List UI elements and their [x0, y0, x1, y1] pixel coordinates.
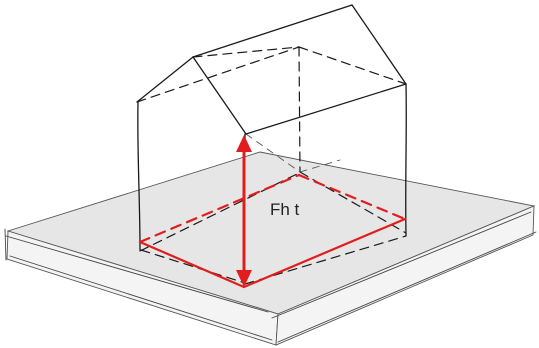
gable-right: [192, 56, 247, 135]
wall-left-edge: [137, 101, 141, 251]
arrow-head-bottom: [236, 270, 252, 287]
roof-left-slope: [136, 56, 194, 103]
footprint-front-right: [242, 217, 407, 289]
wall-right-edge: [405, 83, 407, 237]
footprint-front-left: [138, 240, 246, 289]
height-arrow: [236, 135, 252, 287]
footprint-back-right: [297, 173, 407, 221]
roof-ridge: [192, 4, 353, 58]
footprint-back-left: [138, 173, 301, 244]
ground-front-right-face: [275, 205, 535, 346]
house-visible-edges: [136, 4, 407, 287]
eave-front: [245, 83, 407, 135]
house-hidden-edges: [136, 46, 407, 285]
footprint-outline: [138, 173, 407, 289]
arrow-head-top: [236, 135, 252, 152]
roof-right-slope: [351, 4, 407, 85]
ground-top-face: [6, 151, 536, 315]
ground-slab: [4, 151, 537, 346]
ground-sketch-overdraw: [4, 211, 537, 343]
height-label: Fh t: [270, 200, 300, 219]
